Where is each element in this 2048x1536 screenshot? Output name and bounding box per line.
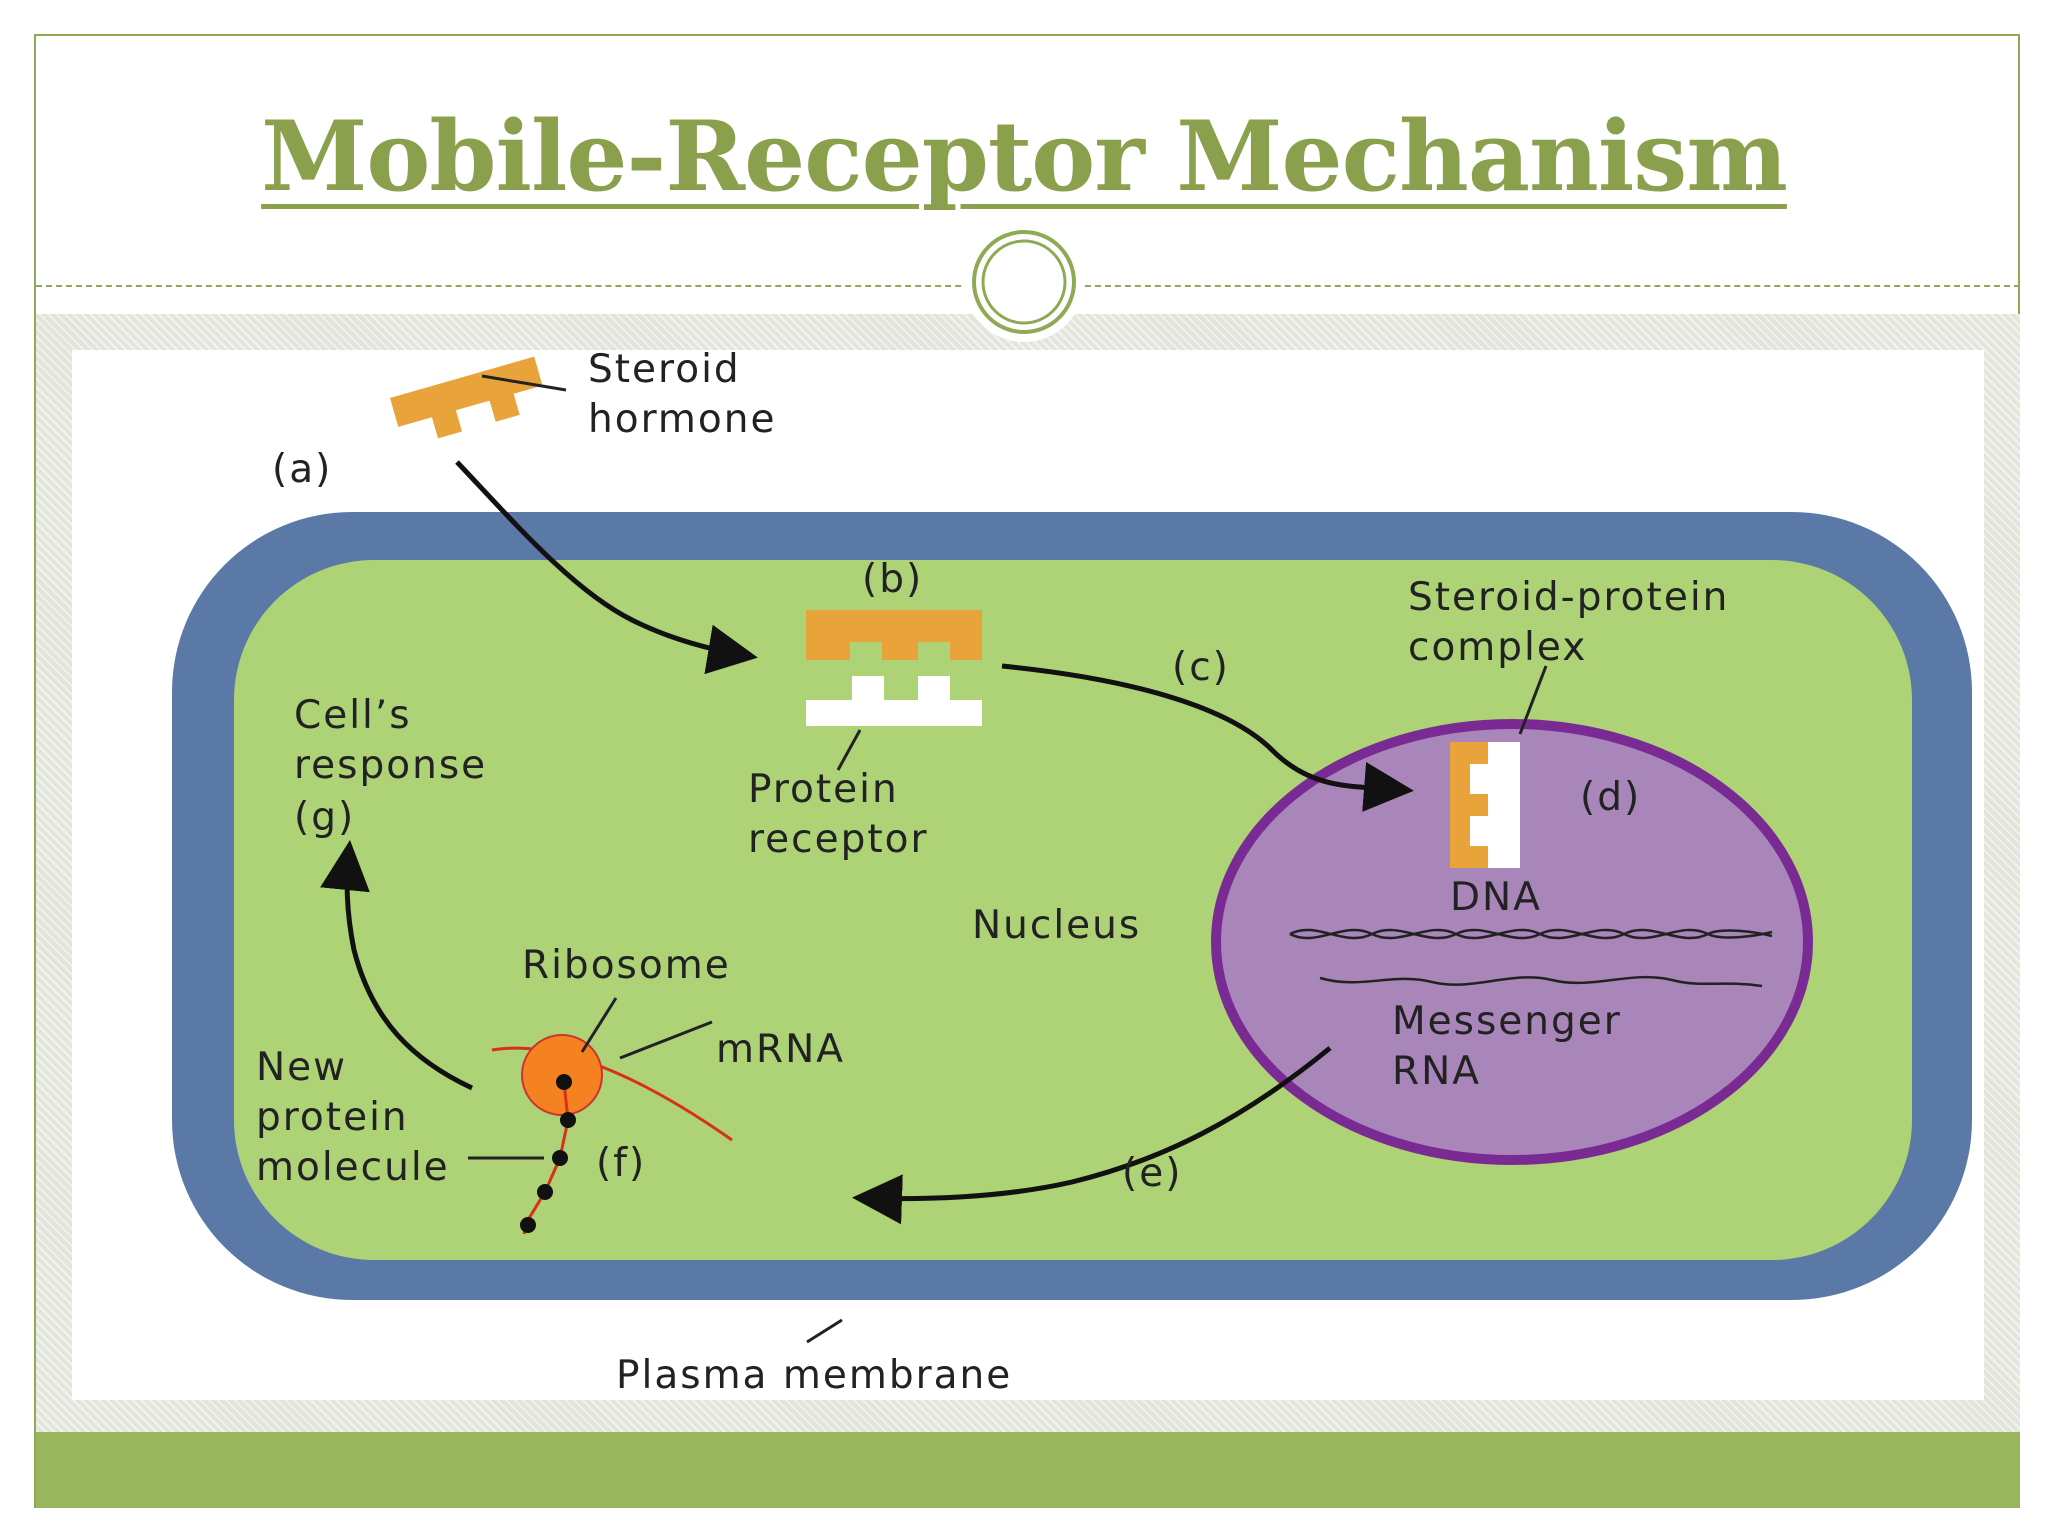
dna-strands: [1289, 928, 1773, 988]
response-label-2: response: [294, 743, 487, 788]
new-protein-label: New: [256, 1045, 347, 1090]
mrna-label: mRNA: [716, 1027, 845, 1072]
plasma-membrane-label: Plasma membrane: [616, 1353, 1012, 1398]
messenger-rna-label: Messenger: [1392, 999, 1622, 1044]
bottom-bar: [36, 1432, 2020, 1508]
complex-label: Steroid-protein: [1408, 575, 1729, 620]
pathway-arrows: [320, 460, 1414, 1225]
steroid-hormone-molecule: [390, 356, 543, 439]
response-label: Cell’s: [294, 693, 412, 738]
complex-label-2: complex: [1408, 625, 1587, 670]
ribosome-label: Ribosome: [522, 943, 731, 988]
nucleus: [1211, 719, 1813, 1165]
steroid-protein-complex: [1450, 742, 1520, 868]
protein-beads: [520, 1074, 576, 1233]
divider-medallion: [964, 222, 1084, 342]
arrow-g: [320, 840, 474, 1091]
receptor-label-2: receptor: [748, 817, 929, 862]
nucleus-label: Nucleus: [972, 903, 1141, 948]
step-f-label: (f): [596, 1141, 646, 1186]
step-d-label: (d): [1580, 775, 1641, 820]
protein-receptor-with-hormone: [806, 610, 982, 726]
arrow-a-to-b: [455, 460, 758, 675]
new-protein-label-3: molecule: [256, 1145, 450, 1190]
new-protein-label-2: protein: [256, 1095, 409, 1140]
step-g-label: (g): [294, 795, 355, 840]
arrow-b-to-d: [1001, 663, 1414, 812]
mobile-receptor-diagram: Steroid hormone (a) (b) (c) Steroid-prot…: [72, 347, 1984, 1400]
dna-label: DNA: [1450, 875, 1542, 920]
receptor-label: Protein: [748, 767, 899, 812]
arrow-e: [852, 1046, 1332, 1225]
slide-title: Mobile-Receptor Mechanism: [261, 100, 1788, 213]
steroid-hormone-label: Steroid: [588, 350, 741, 392]
messenger-rna-label-2: RNA: [1392, 1049, 1481, 1094]
step-b-label: (b): [862, 557, 923, 602]
step-c-label: (c): [1172, 645, 1230, 690]
step-e-label: (e): [1122, 1151, 1182, 1196]
step-a-label: (a): [272, 447, 332, 492]
steroid-hormone-label-2: hormone: [588, 397, 777, 442]
